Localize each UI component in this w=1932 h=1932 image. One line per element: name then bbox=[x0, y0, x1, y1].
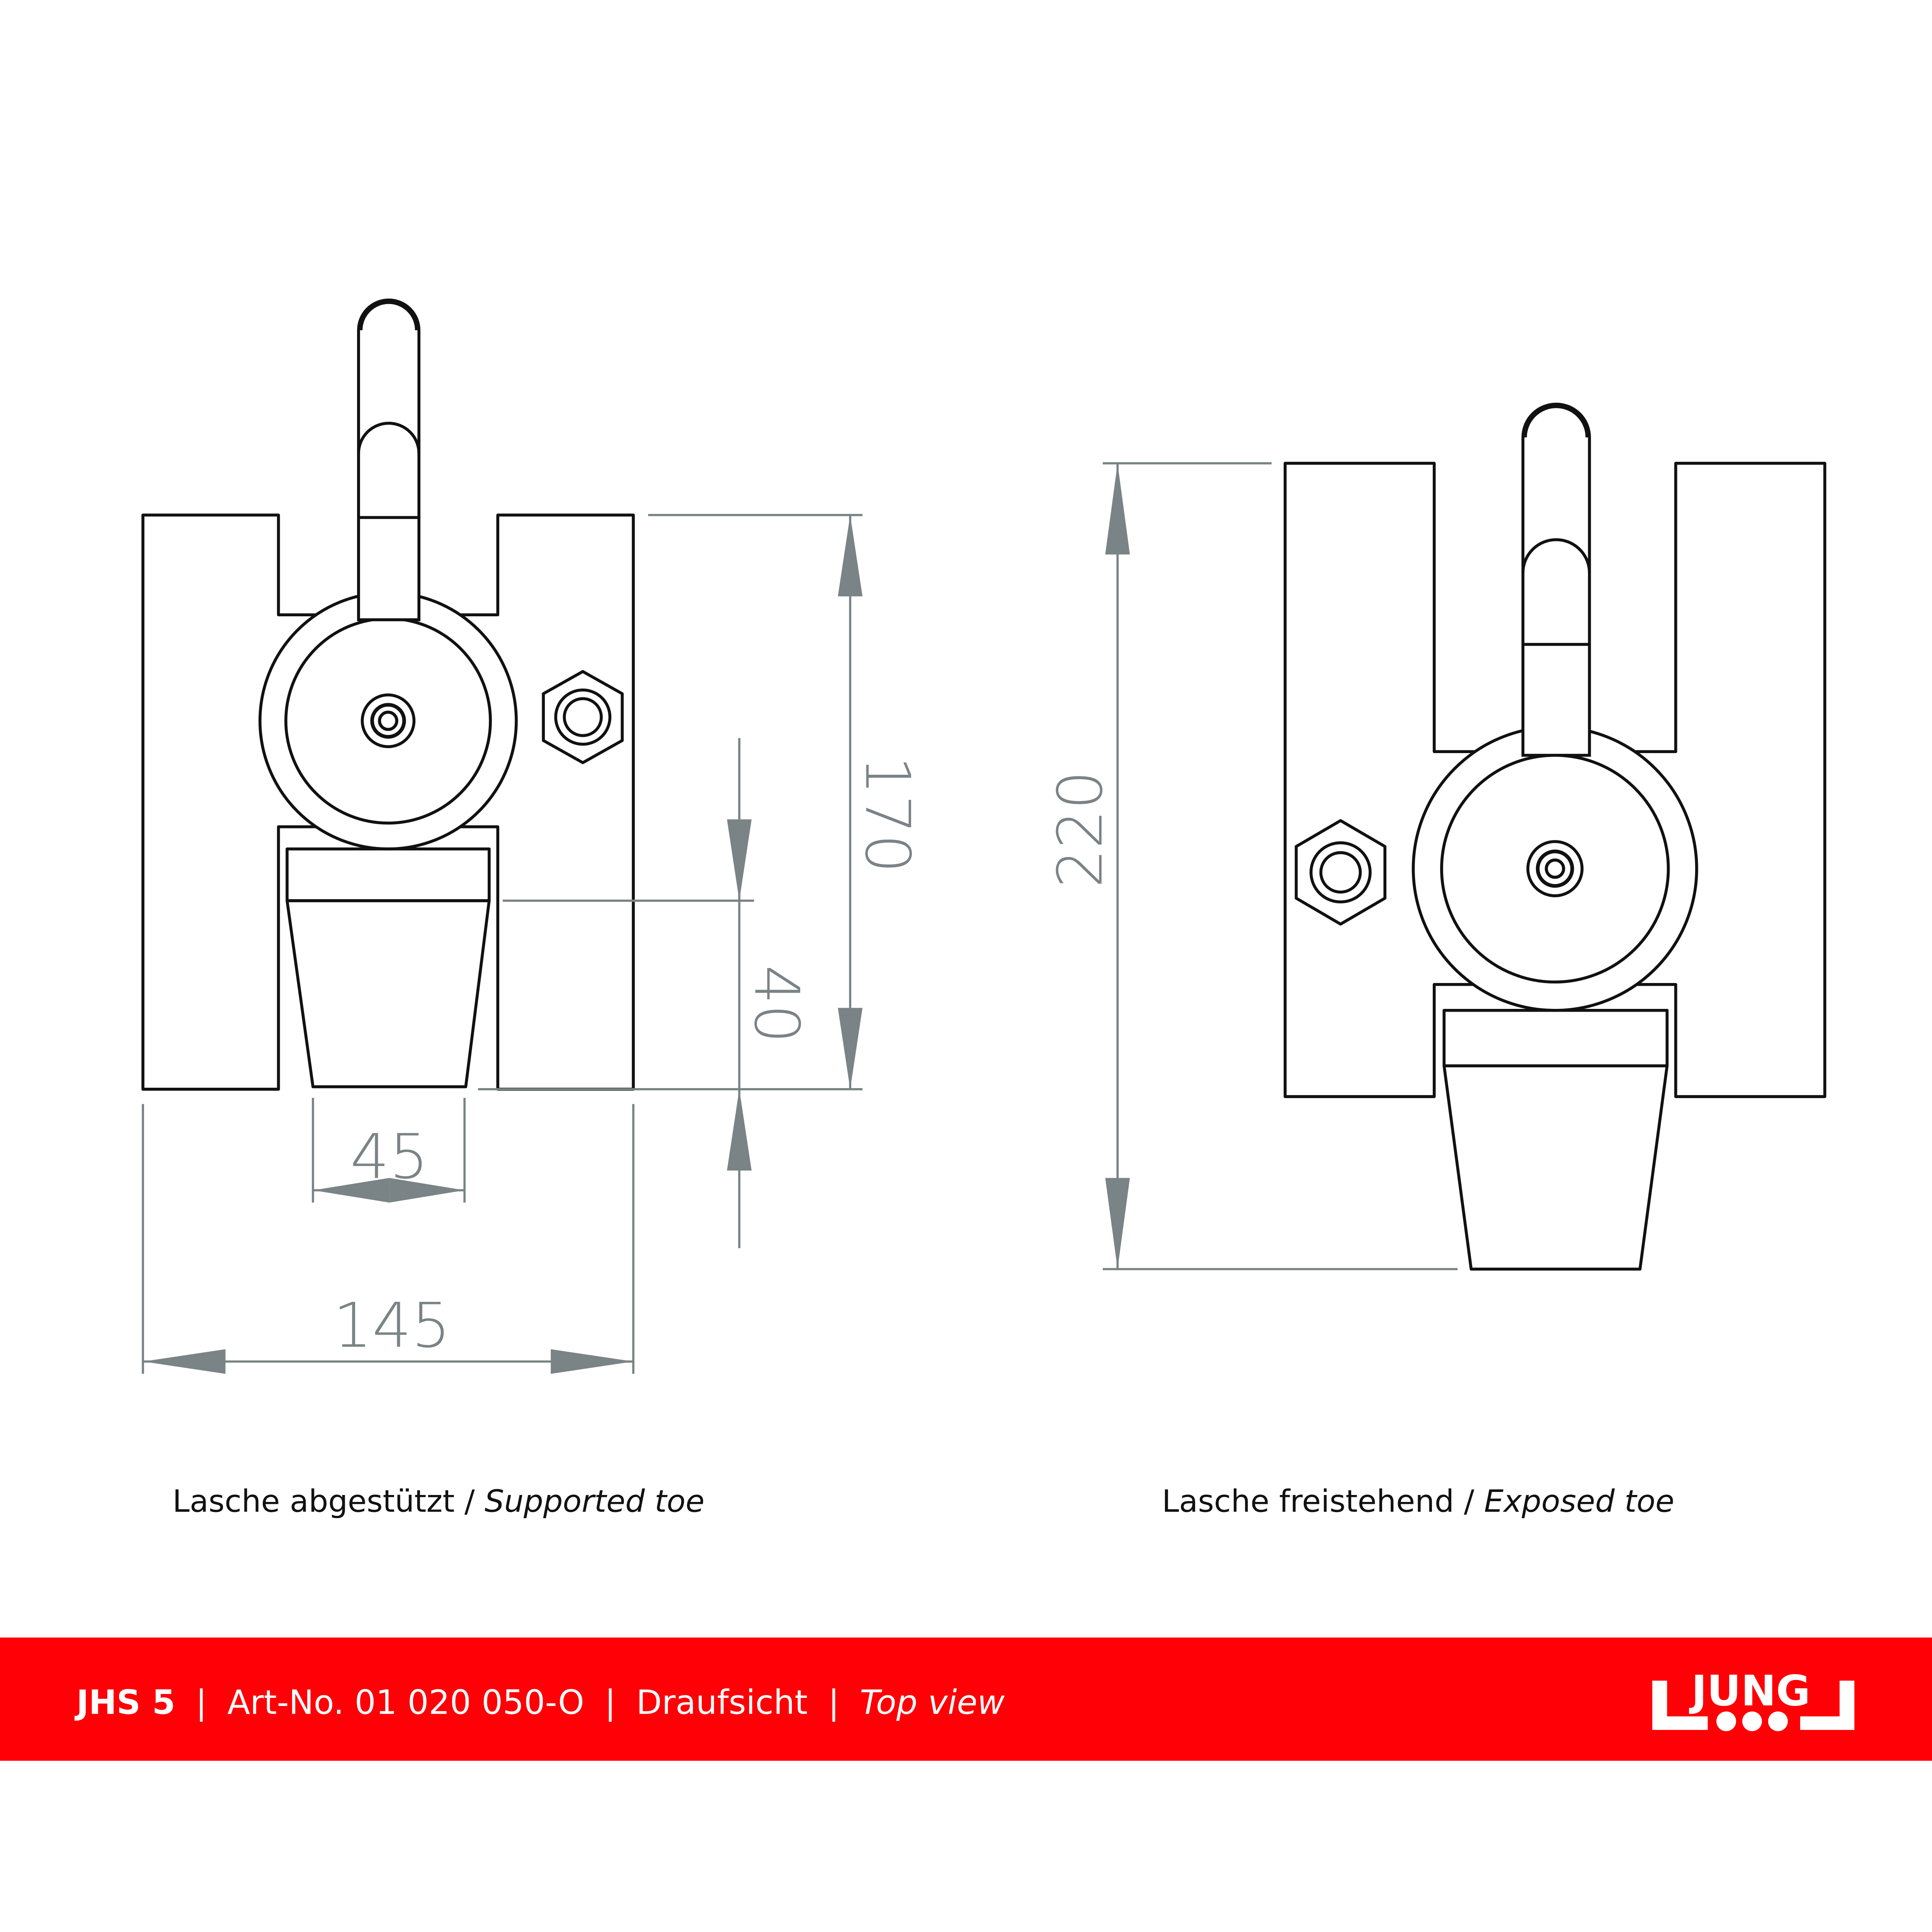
exposed-dimensions: 220 bbox=[1044, 462, 1458, 1270]
caption-supported: Lasche abgestützt / Supported toe bbox=[172, 1483, 704, 1519]
jung-logo: JUNG bbox=[1652, 1666, 1855, 1731]
block-left-arm bbox=[141, 514, 357, 1091]
dim-145: 145 bbox=[333, 1289, 451, 1361]
block-left-arm bbox=[1284, 462, 1523, 1098]
caption-exposed: Lasche freistehend / Exposed toe bbox=[1162, 1483, 1674, 1519]
dim-170: 170 bbox=[852, 756, 923, 873]
exposed-toe-view bbox=[1284, 403, 1827, 1271]
dim-45: 45 bbox=[350, 1121, 429, 1192]
supported-toe-view bbox=[141, 298, 635, 1091]
supported-dimensions: 145 45 40 170 bbox=[142, 514, 923, 1374]
block-right-arm bbox=[419, 514, 635, 1091]
dim-220: 220 bbox=[1044, 770, 1116, 888]
hub-icon bbox=[1526, 840, 1584, 898]
lever bbox=[1521, 403, 1591, 757]
hex-nut-icon bbox=[1294, 819, 1387, 926]
dim-40: 40 bbox=[741, 965, 813, 1043]
block-right-arm bbox=[1589, 462, 1827, 1098]
hex-nut-icon bbox=[542, 670, 624, 764]
lever bbox=[357, 298, 421, 621]
hub-icon bbox=[361, 693, 416, 748]
svg-text:JUNG: JUNG bbox=[1689, 1666, 1810, 1715]
toe bbox=[1442, 1009, 1669, 1068]
footer-bar: JHS 5 | Art-No. 01 020 050-O | Draufsich… bbox=[0, 1637, 1932, 1761]
toe bbox=[286, 847, 491, 902]
footer-text: JHS 5 | Art-No. 01 020 050-O | Draufsich… bbox=[75, 1684, 1005, 1722]
